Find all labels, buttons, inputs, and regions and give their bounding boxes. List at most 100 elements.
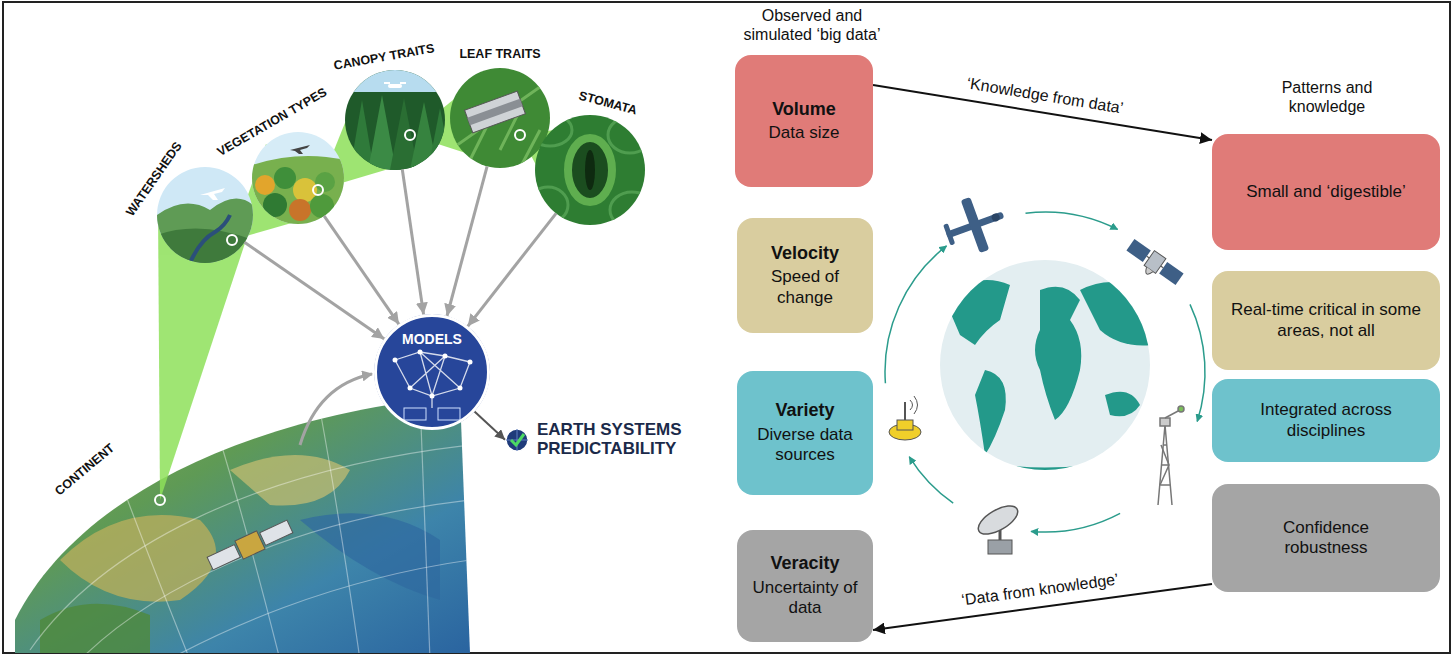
circle-heading: MODELS xyxy=(377,331,487,347)
model-network xyxy=(393,358,398,363)
box-text: Real-time critical in some areas, not al… xyxy=(1222,300,1430,341)
stomata-picture xyxy=(528,114,654,228)
vegetation-picture xyxy=(274,167,296,189)
drone-icon xyxy=(961,197,990,253)
model-network xyxy=(458,386,463,391)
region-label: CONTINENT xyxy=(52,441,118,499)
box-text: Integrated across disciplines xyxy=(1222,400,1430,441)
zoom-marker xyxy=(155,130,525,505)
model-circle: MODELS xyxy=(374,314,490,430)
vegetation-picture xyxy=(290,145,310,154)
canopy-picture xyxy=(400,82,406,84)
world-globe xyxy=(1105,392,1140,417)
model-network xyxy=(443,354,448,359)
knowledge-box: Small and ‘digestible’ xyxy=(1212,134,1440,250)
section-heading: Observed and simulated ‘big data’ xyxy=(727,6,897,44)
box-text: Uncertainty of data xyxy=(745,578,865,619)
zoom-marker xyxy=(155,495,165,505)
tower-icon xyxy=(1160,445,1170,485)
leaf-picture xyxy=(450,68,550,168)
box-text: Speed of change xyxy=(745,267,865,308)
model-network xyxy=(408,386,413,391)
connector xyxy=(475,411,506,439)
tower-icon xyxy=(1158,425,1172,505)
buoy-icon xyxy=(889,396,921,440)
canopy-picture xyxy=(384,82,406,88)
buoy-icon xyxy=(904,402,906,420)
continent-globe xyxy=(30,398,470,657)
tower-icon xyxy=(1165,410,1180,418)
watershed-picture xyxy=(200,188,225,200)
model-network xyxy=(430,394,435,399)
zoom-circle: WATERSHEDS xyxy=(157,167,253,263)
world-globe xyxy=(940,260,1155,475)
stomata-picture xyxy=(528,114,654,228)
globe-link xyxy=(300,374,372,445)
model-network xyxy=(404,408,426,420)
zoom-marker xyxy=(313,185,323,195)
circle-heading: LEAF TRAITS xyxy=(459,47,540,61)
zoom-circle: VEGETATION TYPES xyxy=(252,132,344,224)
continent-globe xyxy=(15,395,470,653)
stomata-picture xyxy=(585,150,595,190)
circle-heading: VEGETATION TYPES xyxy=(215,85,329,159)
vegetation-picture xyxy=(252,156,344,224)
continent-globe xyxy=(320,410,360,657)
check-globe-icon xyxy=(506,429,528,451)
canopy-picture xyxy=(428,108,452,170)
box-heading: Velocity xyxy=(771,243,839,265)
knowledge-box: Confidence robustness xyxy=(1212,484,1440,592)
zoom-wedge xyxy=(158,208,252,500)
continent-globe xyxy=(150,560,470,657)
vegetation-picture xyxy=(252,132,344,224)
orbit-arrow xyxy=(885,246,946,383)
stomata-picture xyxy=(610,192,654,228)
watershed-picture xyxy=(157,199,253,263)
continent-globe xyxy=(300,513,440,600)
canopy-picture xyxy=(368,95,396,170)
orbit-arrow xyxy=(1031,513,1120,532)
orbit-arrow xyxy=(909,457,953,503)
model-network xyxy=(438,408,460,420)
leaf-picture xyxy=(450,80,550,168)
radar-icon xyxy=(974,500,1022,539)
connector xyxy=(447,166,487,316)
satellite-icon xyxy=(1122,237,1185,291)
orbit-arrow xyxy=(885,212,1205,532)
connector xyxy=(245,242,385,339)
satellite xyxy=(206,517,294,572)
check-globe-icon xyxy=(511,434,524,445)
world-globe xyxy=(945,280,1010,345)
canopy-picture xyxy=(345,70,445,170)
circle-heading: WATERSHEDS xyxy=(123,139,185,219)
knowledge-box: Real-time critical in some areas, not al… xyxy=(1212,271,1440,370)
watershed-picture xyxy=(157,167,253,263)
box-text: Diverse data sources xyxy=(745,425,865,466)
stomata-picture xyxy=(535,115,645,225)
stomata-picture xyxy=(568,138,612,202)
box-text: Small and ‘digestible’ xyxy=(1246,182,1406,202)
orbit-arrow xyxy=(1026,212,1118,229)
world-globe xyxy=(1080,282,1155,345)
property-box: VarietyDiverse data sources xyxy=(737,371,873,495)
zoom-marker xyxy=(405,130,415,140)
model-network xyxy=(395,352,470,408)
world-globe xyxy=(1035,287,1081,420)
orbit-arrow xyxy=(1190,304,1205,421)
radar-icon xyxy=(988,540,1012,554)
canopy-picture xyxy=(384,82,390,84)
frame-border xyxy=(3,2,1450,653)
model-network xyxy=(418,350,423,355)
vegetation-picture xyxy=(252,132,344,224)
edge-label: ‘Data from knowledge’ xyxy=(958,570,1123,610)
edge-label: ‘Knowledge from data’ xyxy=(963,74,1128,118)
drone-icon xyxy=(991,212,1001,222)
drone-icon xyxy=(943,223,955,245)
continent-globe xyxy=(120,480,190,657)
leaf-picture xyxy=(465,91,526,133)
knowledge-box: Integrated across disciplines xyxy=(1212,379,1440,462)
watershed-picture xyxy=(190,215,230,263)
circle-heading: CANOPY TRAITS xyxy=(333,41,436,72)
box-text: Confidence robustness xyxy=(1252,518,1400,559)
